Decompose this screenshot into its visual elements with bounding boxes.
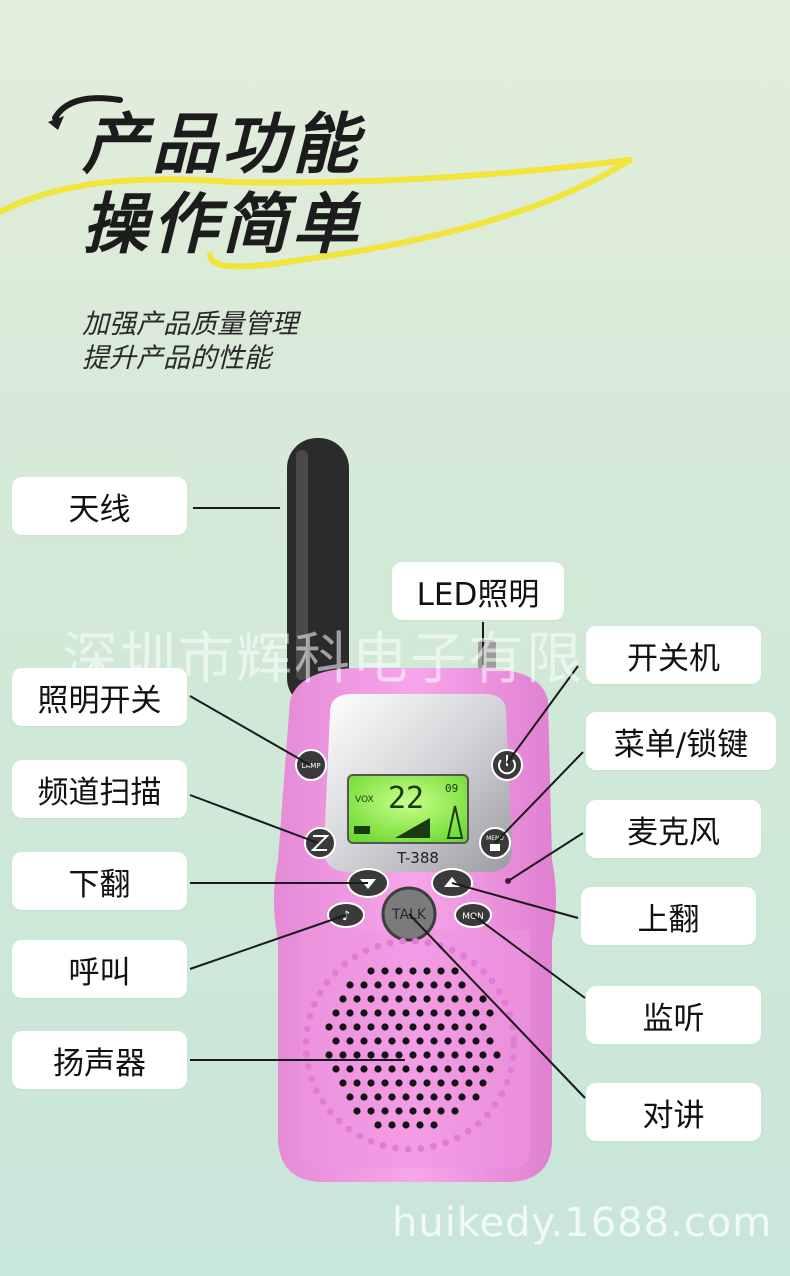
- label-monitor: 监听: [586, 986, 761, 1044]
- label-power: 开关机: [586, 626, 761, 684]
- page-title-line-2: 操作简单: [82, 186, 362, 263]
- title-swoosh-decoration: [0, 95, 633, 270]
- speaker-grille: [302, 937, 518, 1153]
- svg-text:LAMP: LAMP: [301, 762, 320, 770]
- label-down: 下翻: [12, 852, 187, 910]
- label-channel-scan: 频道扫描: [12, 760, 187, 818]
- label-antenna: 天线: [12, 477, 187, 535]
- label-microphone: 麦克风: [586, 800, 761, 858]
- lamp-button: [295, 749, 327, 781]
- footer-url-watermark: huikedy.1688.com: [392, 1200, 773, 1246]
- lcd-small-text: 09: [445, 782, 458, 795]
- label-talk: 对讲: [586, 1083, 761, 1141]
- label-light-switch: 照明开关: [12, 668, 187, 726]
- label-up: 上翻: [581, 887, 756, 945]
- model-text: T-388: [396, 849, 439, 867]
- lcd-screen: [347, 774, 469, 844]
- page-title-line-1: 产品功能: [82, 106, 362, 183]
- lcd-vox-text: VOX: [355, 795, 374, 805]
- svg-text:MENU: MENU: [486, 835, 504, 842]
- label-speaker: 扬声器: [12, 1031, 187, 1089]
- subtitle-line-2: 提升产品的性能: [82, 343, 271, 374]
- label-call: 呼叫: [12, 940, 187, 998]
- subtitle-line-1: 加强产品质量管理: [82, 309, 298, 340]
- svg-text:♪: ♪: [342, 909, 350, 924]
- svg-text:MON: MON: [462, 912, 484, 922]
- label-led-light: LED照明: [392, 562, 564, 620]
- lcd-channel-text: 22: [388, 781, 424, 816]
- label-menu-lock: 菜单/锁键: [586, 712, 776, 770]
